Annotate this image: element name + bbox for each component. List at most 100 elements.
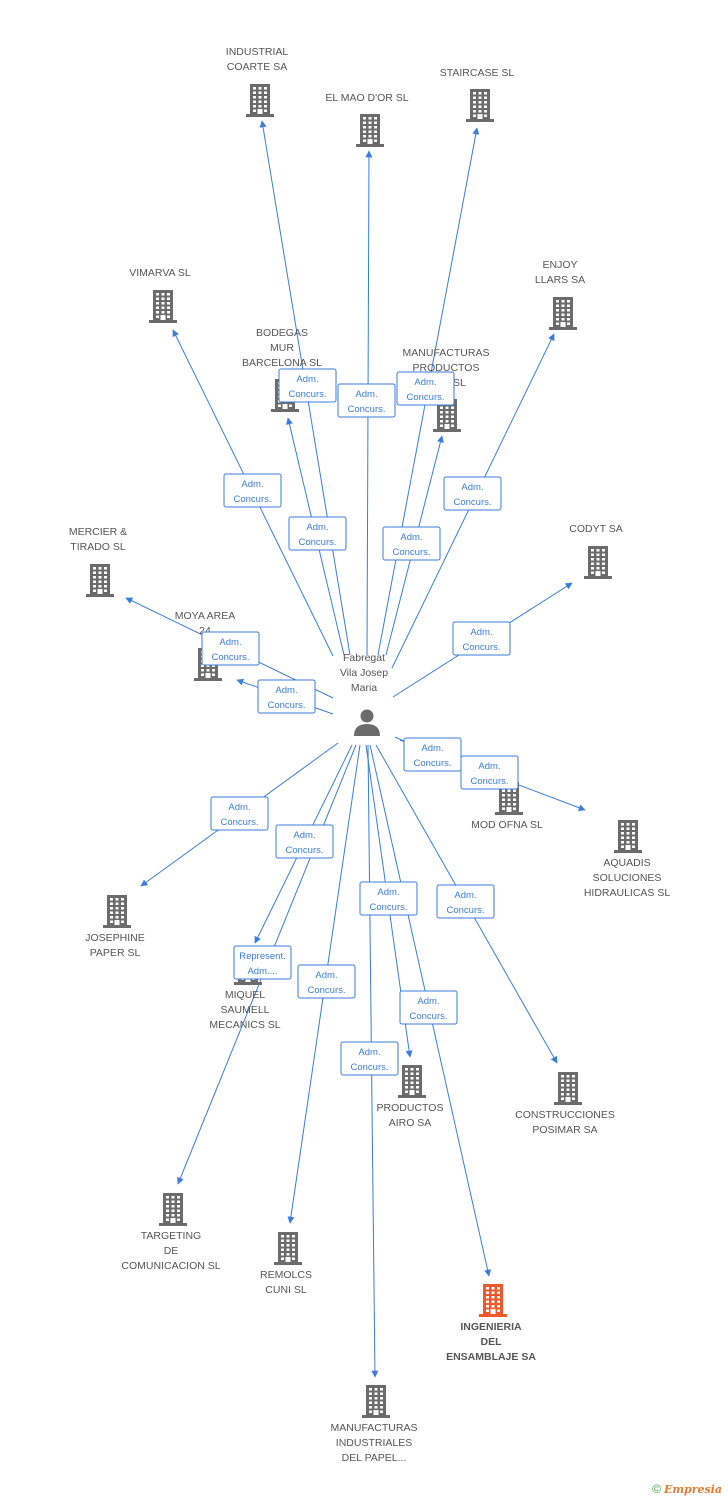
relation-label-mercier-tirado[interactable]: Adm.Concurs. xyxy=(201,631,260,666)
relation-box xyxy=(278,368,337,403)
company-label-moya-area-line: 24 xyxy=(199,625,211,637)
company-label-bodegas-mur-line: BODEGAS xyxy=(256,327,308,339)
relation-label-remolcs-cuni[interactable]: Adm.Concurs. xyxy=(297,964,356,999)
company-label-productos-airo-line: PRODUCTOS xyxy=(377,1102,444,1114)
company-label-mod-ofna: MOD OFNA SL xyxy=(471,819,543,831)
building-icon-vimarva[interactable] xyxy=(149,290,177,323)
relation-label-manufacturas-papel[interactable]: Adm.Concurs. xyxy=(340,1041,399,1076)
company-label-vimarva: VIMARVA SL xyxy=(129,267,191,279)
relation-label-staircase[interactable]: Adm.Concurs. xyxy=(396,371,455,406)
relation-box xyxy=(403,737,462,772)
relation-label-manufacturas-productos[interactable]: Adm.Concurs. xyxy=(382,526,441,561)
relation-text: Adm.... xyxy=(247,966,277,977)
company-label-el-mao-dor: EL MAO D'OR SL xyxy=(325,92,408,104)
company-label-miquel-saumell-line: SAUMELL xyxy=(220,1004,269,1016)
building-icon-productos-airo[interactable] xyxy=(398,1065,426,1098)
relation-label-josephine-paper[interactable]: Adm. Concurs. xyxy=(210,796,269,831)
relation-text: Adm. xyxy=(470,627,492,638)
relation-box xyxy=(443,476,502,511)
relation-label-miquel-saumell[interactable]: Adm.Concurs. xyxy=(275,824,334,859)
relation-text: Concurs. xyxy=(298,537,336,548)
relation-text: Concurs. xyxy=(307,985,345,996)
relation-box xyxy=(275,824,334,859)
person-icon[interactable] xyxy=(354,709,380,737)
relation-box xyxy=(399,990,458,1025)
building-icon-aquadis[interactable] xyxy=(614,820,642,853)
relation-text: Concurs. xyxy=(288,389,326,400)
copyright-icon: © xyxy=(652,1482,661,1496)
relation-label-el-mao-dor[interactable]: Adm. Concurs. xyxy=(337,383,396,418)
company-label-manufacturas-productos-line: MANUFACTURAS xyxy=(403,347,490,359)
relation-text: Adm. xyxy=(454,890,476,901)
company-label-industrial-coarte-line: COARTE SA xyxy=(227,61,288,73)
company-label-targeting-line: COMUNICACION SL xyxy=(121,1260,220,1272)
building-icon-targeting[interactable] xyxy=(159,1193,187,1226)
relation-text: Adm. xyxy=(219,637,241,648)
relation-text: Concurs. xyxy=(392,547,430,558)
relation-label-ingenieria-ensamblaje[interactable]: Adm.Concurs. xyxy=(399,990,458,1025)
relation-label-bodegas-mur[interactable]: Adm.Concurs. xyxy=(288,516,347,551)
building-icon-construcciones-posimar[interactable] xyxy=(554,1072,582,1105)
company-label-productos-airo-line: AIRO SA xyxy=(389,1117,432,1129)
relation-box xyxy=(288,516,347,551)
relation-text: Concurs. xyxy=(369,902,407,913)
building-icon-josephine-paper[interactable] xyxy=(103,895,131,928)
relation-box xyxy=(359,881,418,916)
company-label-aquadis-line: HIDRAULICAS SL xyxy=(584,887,671,899)
building-icon-staircase[interactable] xyxy=(466,89,494,122)
company-label-codyt-line: CODYT SA xyxy=(569,523,622,535)
company-label-manufacturas-papel-line: DEL PAPEL... xyxy=(342,1452,407,1464)
company-label-industrial-coarte: INDUSTRIAL COARTE SA xyxy=(226,46,289,73)
building-icon-ingenieria-ensamblaje[interactable] xyxy=(479,1284,507,1317)
building-icon-industrial-coarte[interactable] xyxy=(246,84,274,117)
relation-text: Concurs. xyxy=(347,404,385,415)
relation-label-industrial-coarte[interactable]: Adm. Concurs. xyxy=(278,368,337,403)
relation-label-productos-airo[interactable]: Adm.Concurs. xyxy=(359,881,418,916)
relation-text: Concurs. xyxy=(220,817,258,828)
company-label-productos-airo: PRODUCTOS AIRO SA xyxy=(377,1102,444,1129)
relation-text: Adm. xyxy=(461,482,483,493)
building-icon-remolcs-cuni[interactable] xyxy=(274,1232,302,1265)
company-label-manufacturas-papel-line: MANUFACTURAS xyxy=(331,1422,418,1434)
company-label-josephine-paper-line: JOSEPHINE xyxy=(85,932,145,944)
relation-label-targeting[interactable]: Represent.Adm.... xyxy=(233,945,292,980)
company-label-construcciones-posimar-line: CONSTRUCCIONES xyxy=(515,1109,615,1121)
relation-text: Adm. xyxy=(355,389,377,400)
building-icon-mercier-tirado[interactable] xyxy=(86,564,114,597)
relation-text: Concurs. xyxy=(406,392,444,403)
relation-text: Concurs. xyxy=(350,1062,388,1073)
relation-label-codyt[interactable]: Adm.Concurs. xyxy=(452,621,511,656)
relation-label-construcciones-posimar[interactable]: Adm.Concurs. xyxy=(436,884,495,919)
relation-label-enjoy-llars[interactable]: Adm.Concurs. xyxy=(443,476,502,511)
relation-text: Concurs. xyxy=(413,758,451,769)
relation-text: Concurs. xyxy=(233,494,271,505)
brand-logo[interactable]: Empresia xyxy=(663,1483,722,1496)
relation-text: Concurs. xyxy=(285,845,323,856)
company-label-industrial-coarte-line: INDUSTRIAL xyxy=(226,46,289,58)
person-name-line: Fabregat xyxy=(343,652,385,664)
company-label-josephine-paper-line: PAPER SL xyxy=(90,947,141,959)
relation-text: Adm. xyxy=(228,802,250,813)
company-label-ingenieria-ensamblaje-line: ENSAMBLAJE SA xyxy=(446,1351,536,1363)
relation-box xyxy=(210,796,269,831)
relation-label-aquadis[interactable]: Adm.Concurs. xyxy=(460,755,519,790)
building-icon-enjoy-llars[interactable] xyxy=(549,297,577,330)
relation-label-moya-area[interactable]: Adm.Concurs. xyxy=(257,679,316,714)
relation-label-mod-ofna[interactable]: Adm.Concurs. xyxy=(403,737,462,772)
relation-label-vimarva[interactable]: Adm.Concurs. xyxy=(223,473,282,508)
building-icon-el-mao-dor[interactable] xyxy=(356,114,384,147)
building-icon-codyt[interactable] xyxy=(584,546,612,579)
company-label-aquadis-line: AQUADIS xyxy=(603,857,650,869)
company-label-targeting-line: DE xyxy=(164,1245,179,1257)
relation-box xyxy=(452,621,511,656)
relation-text: Adm. xyxy=(296,374,318,385)
building-icon-manufacturas-papel[interactable] xyxy=(362,1385,390,1418)
person-name-line: Vila Josep xyxy=(340,667,388,679)
